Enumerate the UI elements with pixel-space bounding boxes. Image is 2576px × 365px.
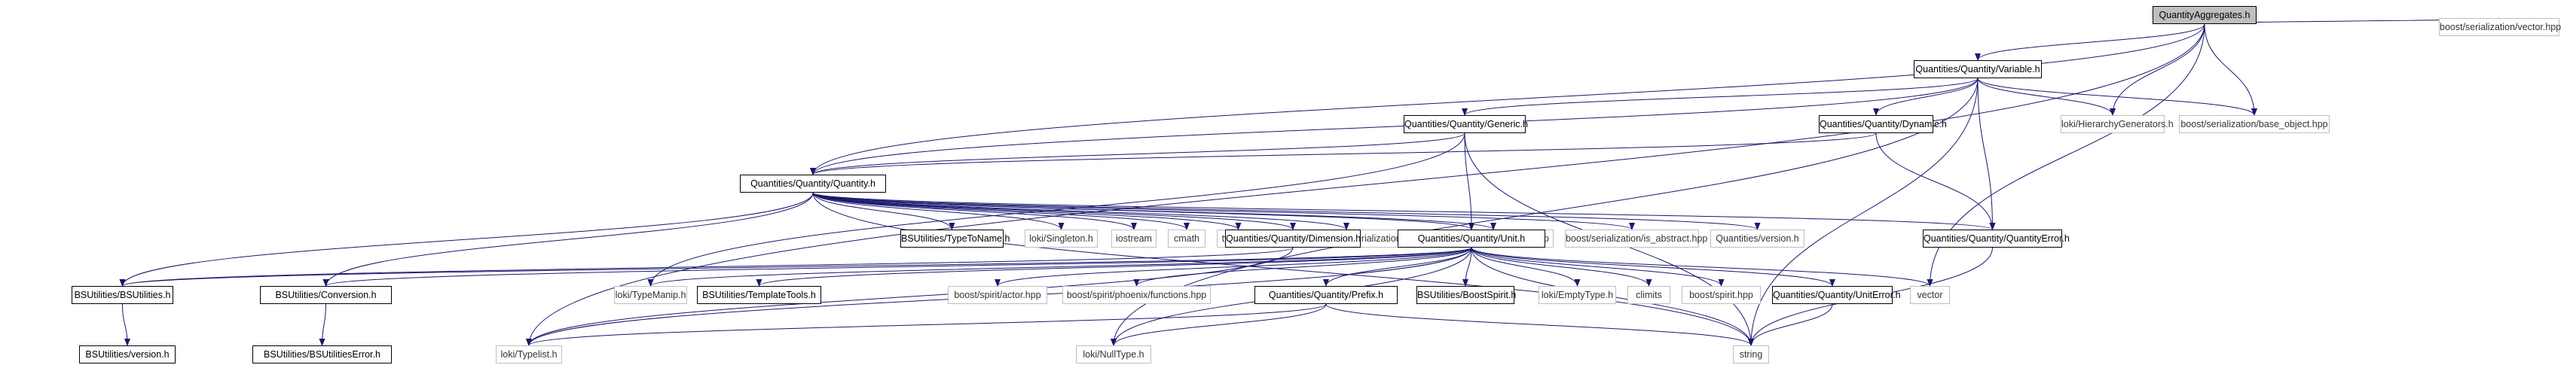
edge-unit-to-actor — [995, 247, 1472, 287]
graph-node-typetoname[interactable]: BSUtilities/TypeToName.h — [900, 230, 1010, 248]
graph-node-version: Quantities/version.h — [1710, 230, 1804, 248]
edge-dynamic-to-quantity — [810, 132, 1877, 175]
edge-generic-to-quantity — [810, 132, 1465, 175]
edge-quantity-to-cmath — [812, 192, 1190, 230]
edge-root-to-baseobj — [2204, 23, 2257, 116]
edge-root-to-variable — [1975, 23, 2205, 61]
graph-node-typemanip: loki/TypeManip.h — [614, 286, 687, 304]
graph-node-vector: vector — [1910, 286, 1950, 304]
edge-quantity-to-typeinfo — [812, 192, 1242, 230]
graph-node-uniterror[interactable]: Quantities/Quantity/UnitError.h — [1772, 286, 1901, 304]
graph-node-cmath: cmath — [1168, 230, 1205, 248]
edge-quantity-to-conversion — [322, 192, 814, 287]
graph-node-boostspirit[interactable]: BSUtilities/BoostSpirit.h — [1416, 286, 1516, 304]
edge-quantity-to-unit — [812, 192, 1474, 230]
graph-node-generic[interactable]: Quantities/Quantity/Generic.h — [1404, 115, 1528, 133]
edge-quantity-to-iostream — [812, 192, 1137, 230]
edge-unit-to-conversion — [323, 247, 1472, 287]
edge-quantity-to-string — [812, 192, 1754, 346]
edge-root-to-hiergen — [2110, 23, 2205, 116]
edge-variable-to-string — [1748, 78, 1979, 346]
graph-node-string: string — [1733, 345, 1769, 363]
graph-node-dynamic[interactable]: Quantities/Quantity/Dynamic.h — [1819, 115, 1947, 133]
graph-node-climits: climits — [1627, 286, 1670, 304]
edge-variable-to-baseobj — [1977, 78, 2257, 116]
edge-unit-to-uniterror — [1471, 247, 1835, 287]
graph-node-vector_hpp: boost/serialization/vector.hpp — [2439, 18, 2561, 36]
edge-unit-to-templatetools — [756, 247, 1472, 287]
edge-quantity-to-qerror — [812, 192, 1995, 230]
edge-prefix-to-nulltype — [1111, 303, 1327, 346]
edge-unit-to-emptytype — [1471, 247, 1581, 287]
edge-variable-to-qerror — [1977, 78, 1996, 230]
graph-node-qerror[interactable]: Quantities/Quantity/QuantityError.h — [1923, 230, 2070, 248]
edge-conversion-to-bserror — [319, 303, 326, 346]
edge-uniterror-to-string — [1748, 303, 1833, 346]
edge-generic-to-typemanip — [647, 132, 1465, 287]
graph-node-bserror[interactable]: BSUtilities/BSUtilitiesError.h — [252, 345, 392, 363]
graph-node-emptytype: loki/EmptyType.h — [1539, 286, 1616, 304]
graph-node-quantity[interactable]: Quantities/Quantity/Quantity.h — [740, 175, 886, 193]
edge-dimension-to-bsutilities — [120, 247, 1294, 287]
edge-quantity-to-version — [812, 192, 1761, 230]
graph-node-hiergen: loki/HierarchyGenerators.h — [2061, 115, 2174, 133]
edge-quantity-to-singleton — [812, 192, 1065, 230]
edge-bsutilities-to-bsversion — [122, 303, 130, 346]
edge-variable-to-hiergen — [1977, 78, 2116, 116]
edge-prefix-to-string — [1325, 303, 1754, 346]
graph-node-templatetools[interactable]: BSUtilities/TemplateTools.h — [697, 286, 821, 304]
graph-node-iostream: iostream — [1111, 230, 1157, 248]
edge-unit-to-climits — [1471, 247, 1652, 287]
graph-node-conversion[interactable]: BSUtilities/Conversion.h — [260, 286, 392, 304]
edge-unit-to-typemanip — [647, 247, 1472, 287]
edge-quantity-to-isabstract — [812, 192, 1635, 230]
edge-prefix-to-typelist — [526, 303, 1327, 346]
graph-node-prefix[interactable]: Quantities/Quantity/Prefix.h — [1254, 286, 1398, 304]
edge-variable-to-quantity — [810, 78, 1979, 175]
graph-node-bsversion[interactable]: BSUtilities/version.h — [79, 345, 176, 363]
graph-node-nulltype: loki/NullType.h — [1076, 345, 1151, 363]
graph-node-singleton: loki/Singleton.h — [1025, 230, 1098, 248]
edge-quantity-to-dimension — [812, 192, 1296, 230]
graph-node-variable[interactable]: Quantities/Quantity/Variable.h — [1914, 60, 2042, 78]
graph-node-dimension[interactable]: Quantities/Quantity/Dimension.h — [1225, 230, 1361, 248]
edge-root-to-quantity — [810, 23, 2205, 175]
edge-variable-to-generic — [1462, 78, 1979, 116]
edge-unit-to-phoenix — [1133, 247, 1472, 287]
edge-dynamic-to-qerror — [1875, 132, 1996, 230]
edge-quantity-to-typetoname — [812, 192, 955, 230]
edge-unit-to-spirit — [1471, 247, 1725, 287]
graph-node-baseobj: boost/serialization/base_object.hpp — [2179, 115, 2330, 133]
edge-unit-to-vector — [1471, 247, 1933, 287]
edge-quantity-to-bsutilities — [119, 192, 814, 287]
graph-node-root[interactable]: QuantityAggregates.h — [2153, 6, 2257, 24]
graph-node-unit[interactable]: Quantities/Quantity/Unit.h — [1398, 230, 1545, 248]
graph-node-spirit: boost/spirit.hpp — [1682, 286, 1761, 304]
graph-node-typelist: loki/Typelist.h — [496, 345, 562, 363]
edge-unit-to-boostspirit — [1462, 247, 1472, 287]
edge-unit-to-bsutilities — [120, 247, 1472, 287]
graph-node-actor: boost/spirit/actor.hpp — [948, 286, 1047, 304]
graph-node-bsutilities[interactable]: BSUtilities/BSUtilities.h — [72, 286, 173, 304]
graph-node-phoenix: boost/spirit/phoenix/functions.hpp — [1062, 286, 1211, 304]
graph-node-isabstract: boost/serialization/is_abstract.hpp — [1565, 230, 1707, 248]
edge-variable-to-dynamic — [1873, 78, 1979, 116]
edge-root-to-typelist — [526, 23, 2205, 346]
